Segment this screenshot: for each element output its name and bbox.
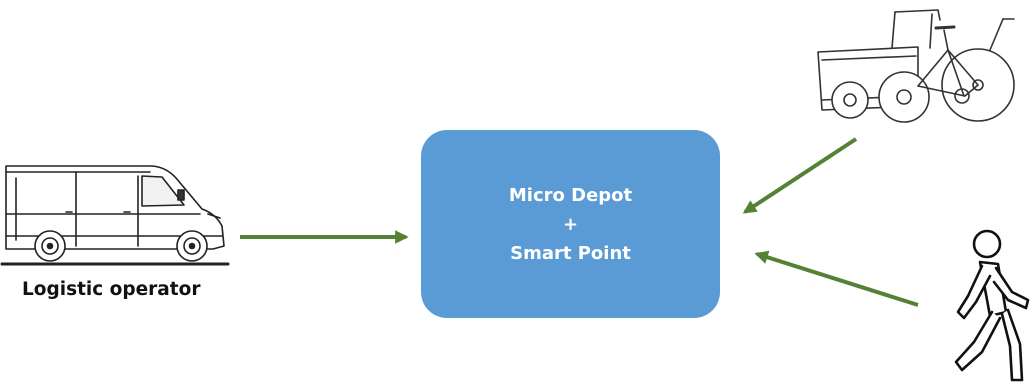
arrow-pedestrian-to-depot <box>754 250 919 307</box>
depot-plus: + <box>562 213 579 235</box>
micro-depot-node: Micro Depot + Smart Point <box>421 130 720 318</box>
depot-subtitle: Smart Point <box>510 242 631 264</box>
logistic-operator-label: Logistic operator <box>22 279 201 300</box>
arrow-bike-to-depot <box>742 137 858 214</box>
depot-title: Micro Depot <box>508 184 633 206</box>
